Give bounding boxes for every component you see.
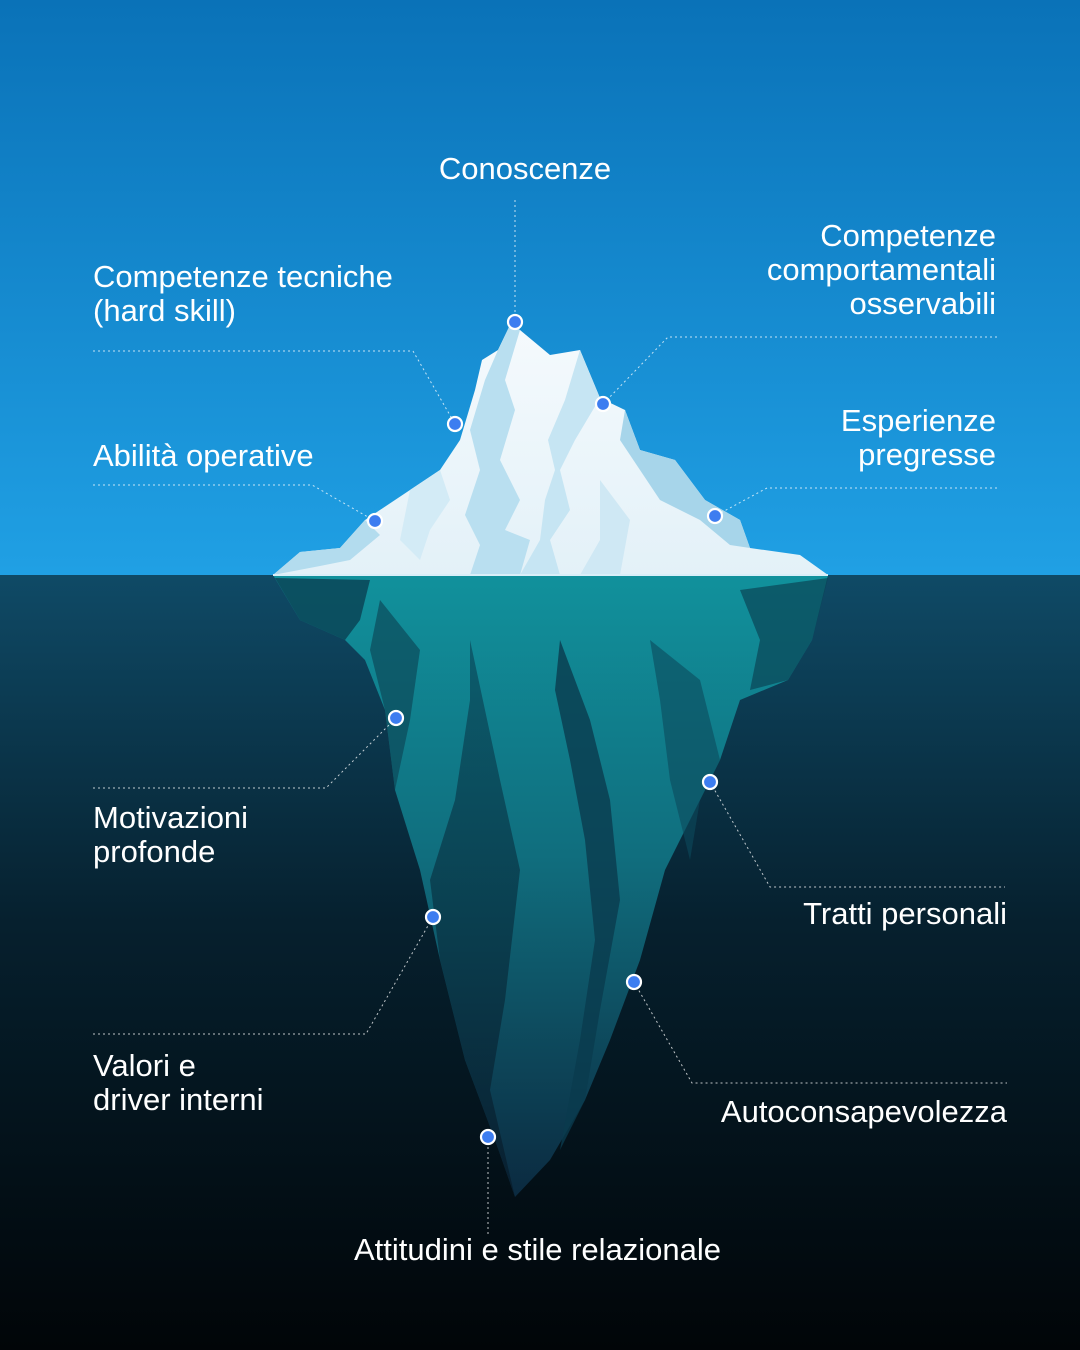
label-valori-line: Valori e xyxy=(93,1049,264,1083)
marker-autoconsapevolezza xyxy=(627,975,641,989)
label-comportamentali-line: comportamentali xyxy=(767,253,996,287)
label-tratti-text: Tratti personali xyxy=(803,897,1007,931)
label-comportamentali-line: osservabili xyxy=(767,287,996,321)
label-esperienze-line: Esperienze xyxy=(841,404,996,438)
marker-esperienze xyxy=(708,509,722,523)
marker-abilita xyxy=(368,514,382,528)
label-motivazioni-line: Motivazioni xyxy=(93,801,248,835)
label-hard-skill-line: Competenze tecniche xyxy=(93,260,393,294)
label-esperienze-line: pregresse xyxy=(841,438,996,472)
label-conoscenze: Conoscenze xyxy=(420,152,630,186)
label-tratti-personali: Tratti personali xyxy=(803,897,1007,931)
marker-motivazioni xyxy=(389,711,403,725)
marker-tratti xyxy=(703,775,717,789)
label-comportamentali-line: Competenze xyxy=(767,219,996,253)
label-hard-skill: Competenze tecniche (hard skill) xyxy=(93,260,393,328)
label-attitudini-text: Attitudini e stile relazionale xyxy=(300,1233,775,1267)
label-valori-driver: Valori e driver interni xyxy=(93,1049,264,1117)
marker-valori xyxy=(426,910,440,924)
label-autoconsapevolezza-text: Autoconsapevolezza xyxy=(721,1095,1007,1129)
label-hard-skill-line: (hard skill) xyxy=(93,294,393,328)
label-abilita-text: Abilità operative xyxy=(93,439,314,473)
marker-comportamentali xyxy=(596,397,610,411)
label-motivazioni-profonde: Motivazioni profonde xyxy=(93,801,248,869)
label-valori-line: driver interni xyxy=(93,1083,264,1117)
label-abilita-operative: Abilità operative xyxy=(93,439,314,473)
label-esperienze-pregresse: Esperienze pregresse xyxy=(841,404,996,472)
label-attitudini: Attitudini e stile relazionale xyxy=(300,1233,775,1267)
marker-hard-skill xyxy=(448,417,462,431)
marker-attitudini xyxy=(481,1130,495,1144)
label-conoscenze-text: Conoscenze xyxy=(420,152,630,186)
label-competenze-comportamentali: Competenze comportamentali osservabili xyxy=(767,219,996,321)
label-motivazioni-line: profonde xyxy=(93,835,248,869)
marker-conoscenze xyxy=(508,315,522,329)
label-autoconsapevolezza: Autoconsapevolezza xyxy=(721,1095,1007,1129)
